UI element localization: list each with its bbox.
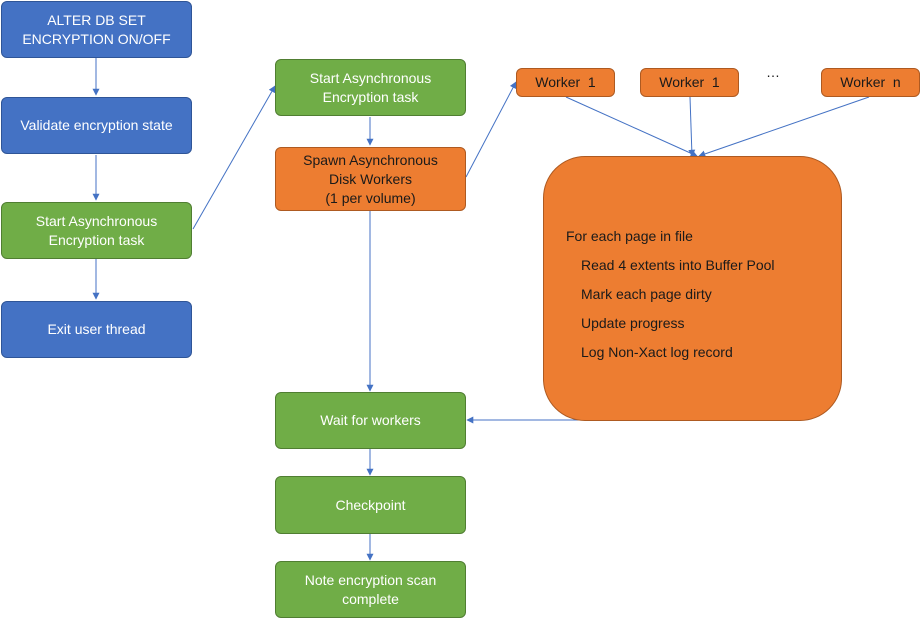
worker-b-label: Worker 1	[659, 74, 720, 90]
worker-a-label: Worker 1	[535, 74, 596, 90]
checkpoint-label: Checkpoint	[335, 496, 406, 513]
note-complete-line-2: complete	[342, 590, 399, 607]
spawn-workers-line-2: Disk Workers	[329, 170, 412, 187]
worker-box-a: Worker 1	[516, 68, 615, 97]
alter-db-line-1: ALTER DB SET	[47, 11, 146, 28]
alter-db-line-2: ENCRYPTION ON/OFF	[22, 30, 171, 47]
exit-user-thread-label: Exit user thread	[47, 321, 146, 337]
arrow-worker-b-to-loop	[688, 96, 696, 157]
worker-box-b: Worker 1	[640, 68, 739, 97]
arrow-worker-a-to-loop	[565, 96, 698, 157]
arrow-left-start-to-middle-start	[192, 85, 276, 230]
spawn-workers-box: Spawn Asynchronous Disk Workers (1 per v…	[275, 147, 466, 211]
note-complete-line-1: Note encryption scan	[304, 571, 437, 588]
checkpoint-box: Checkpoint	[275, 476, 466, 534]
left-start-async-box: Start Asynchronous Encryption task	[1, 202, 192, 259]
spawn-workers-line-3: (1 per volume)	[325, 189, 416, 206]
worker-n-label: Worker n	[840, 74, 901, 90]
middle-start-async-box: Start Asynchronous Encryption task	[275, 59, 466, 116]
arrow-worker-n-to-loop	[698, 96, 870, 158]
note-complete-box: Note encryption scan complete	[275, 561, 466, 618]
page-loop-step: Mark each page dirty	[581, 286, 712, 302]
workers-ellipsis: …	[766, 64, 780, 80]
middle-start-async-line-2: Encryption task	[322, 88, 419, 105]
page-loop-box: For each page in file Read 4 extents int…	[543, 156, 842, 421]
middle-start-async-line-1: Start Asynchronous	[309, 69, 432, 86]
left-start-async-line-1: Start Asynchronous	[35, 212, 158, 229]
wait-for-workers-box: Wait for workers	[275, 392, 466, 449]
page-loop-step: Read 4 extents into Buffer Pool	[581, 257, 775, 273]
validate-state-box: Validate encryption state	[1, 97, 192, 154]
wait-for-workers-label: Wait for workers	[320, 412, 421, 428]
left-start-async-line-2: Encryption task	[48, 231, 145, 248]
page-loop-step: Log Non-Xact log record	[581, 344, 733, 360]
alter-db-box: ALTER DB SET ENCRYPTION ON/OFF	[1, 1, 192, 58]
page-loop-heading: For each page in file	[566, 228, 693, 244]
worker-box-n: Worker n	[821, 68, 920, 97]
page-loop-step: Update progress	[581, 315, 685, 331]
spawn-workers-line-1: Spawn Asynchronous	[303, 151, 438, 168]
validate-state-label: Validate encryption state	[20, 117, 173, 133]
exit-user-thread-box: Exit user thread	[1, 301, 192, 358]
arrow-spawn-to-worker	[465, 81, 517, 178]
